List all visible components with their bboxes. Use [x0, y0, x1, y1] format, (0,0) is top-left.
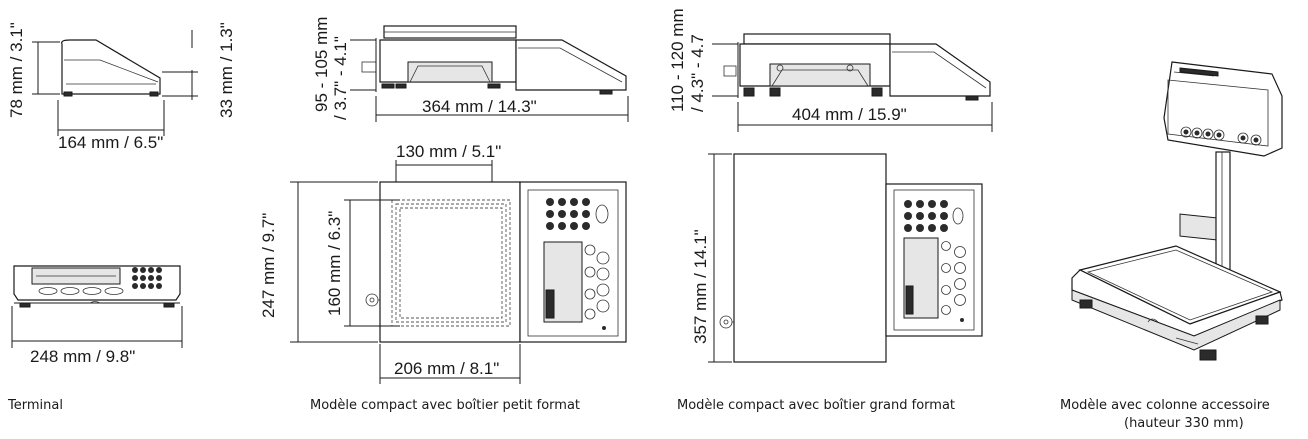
- compact-small-height-label: 95 - 105 mm: [312, 17, 331, 112]
- compact-large-caption: Modèle compact avec boîtier grand format: [677, 398, 956, 413]
- compact-small-height-inch-label: / 3.7" - 4.1": [331, 36, 350, 120]
- terminal-caption: Terminal: [8, 398, 63, 413]
- column-model-drawing: [1071, 61, 1283, 361]
- compact-large-top-view: [708, 153, 983, 363]
- terminal-depth-label: 164 mm / 6.5": [58, 133, 163, 152]
- compact-small-pan-depth-label: 160 mm / 6.3": [325, 211, 344, 316]
- terminal-side-view: [32, 30, 198, 136]
- compact-small-pan-width-label: 130 mm / 5.1": [396, 142, 501, 161]
- column-model-caption: Modèle avec colonne accessoire: [1060, 398, 1270, 413]
- compact-large-height-label: 110 - 120 mm: [668, 8, 687, 112]
- compact-large-total-width-label: 357 mm / 14.1": [691, 229, 710, 344]
- compact-large-height-inch-label: / 4.3" - 4.7: [688, 34, 707, 112]
- terminal-front-view: [11, 265, 183, 348]
- compact-large-total-depth-label: 404 mm / 15.9": [792, 105, 907, 124]
- column-model-caption-height: (hauteur 330 mm): [1124, 416, 1244, 431]
- compact-small-total-depth-label: 364 mm / 14.3": [422, 97, 537, 116]
- compact-small-base-width-label: 206 mm / 8.1": [394, 359, 499, 378]
- compact-large-side-view: [712, 33, 993, 132]
- compact-small-caption: Modèle compact avec boîtier petit format: [310, 398, 581, 413]
- compact-small-total-width-label: 247 mm / 9.7": [259, 213, 278, 318]
- terminal-front-height-label: 33 mm / 1.3": [217, 22, 236, 118]
- terminal-width-label: 248 mm / 9.8": [30, 347, 135, 366]
- compact-small-top-view: [290, 160, 627, 384]
- compact-small-side-view: [350, 25, 629, 122]
- terminal-height-label: 78 mm / 3.1": [7, 22, 26, 118]
